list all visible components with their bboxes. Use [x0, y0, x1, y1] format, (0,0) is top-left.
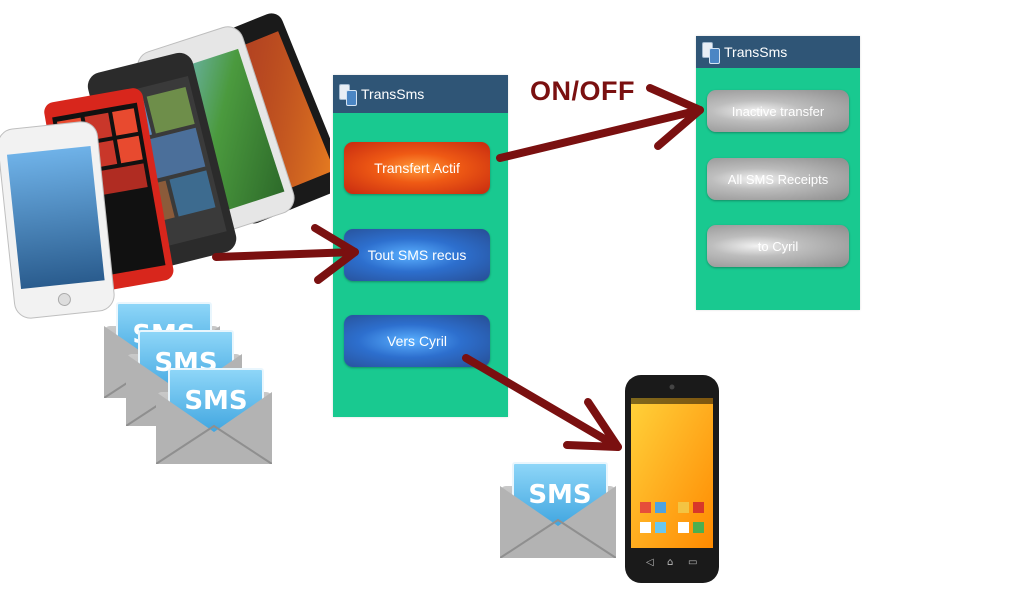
transfer-active-button[interactable]: Transfert Actif [344, 142, 490, 194]
app-icon [702, 42, 720, 64]
sms-envelope: SMS [500, 460, 616, 558]
arrow-head [311, 224, 359, 284]
arrow-head [646, 84, 704, 150]
all-sms-received-button[interactable]: Tout SMS recus [344, 229, 490, 281]
transsms-app-inactive: TransSms Inactive transfer All SMS Recei… [696, 36, 860, 310]
arrow-head [563, 398, 622, 451]
app-icon [339, 84, 357, 106]
phone-cluster [0, 0, 346, 320]
to-cyril-button[interactable]: to Cyril [707, 225, 849, 267]
app-title: TransSms [361, 86, 425, 102]
arrow-forward-to-phone [462, 354, 622, 451]
app-header: TransSms [696, 36, 860, 68]
svg-text:◁: ◁ [646, 557, 654, 568]
all-sms-receipts-button[interactable]: All SMS Receipts [707, 158, 849, 200]
on-off-label: ON/OFF [530, 76, 635, 106]
destination-phone: ◁ ⌂ ▭ [624, 374, 720, 584]
inactive-transfer-button[interactable]: Inactive transfer [707, 90, 849, 132]
transsms-app-active: TransSms Transfert Actif Tout SMS recus … [333, 75, 508, 417]
app-title: TransSms [724, 44, 788, 60]
arrow-toggle [496, 106, 704, 162]
arrow-phones-to-app [212, 248, 359, 261]
svg-text:▭: ▭ [688, 557, 697, 568]
app-header: TransSms [333, 75, 508, 113]
svg-text:⌂: ⌂ [667, 557, 673, 568]
sms-envelope: SMS [156, 366, 272, 464]
smartphones-illustration [0, 13, 346, 319]
